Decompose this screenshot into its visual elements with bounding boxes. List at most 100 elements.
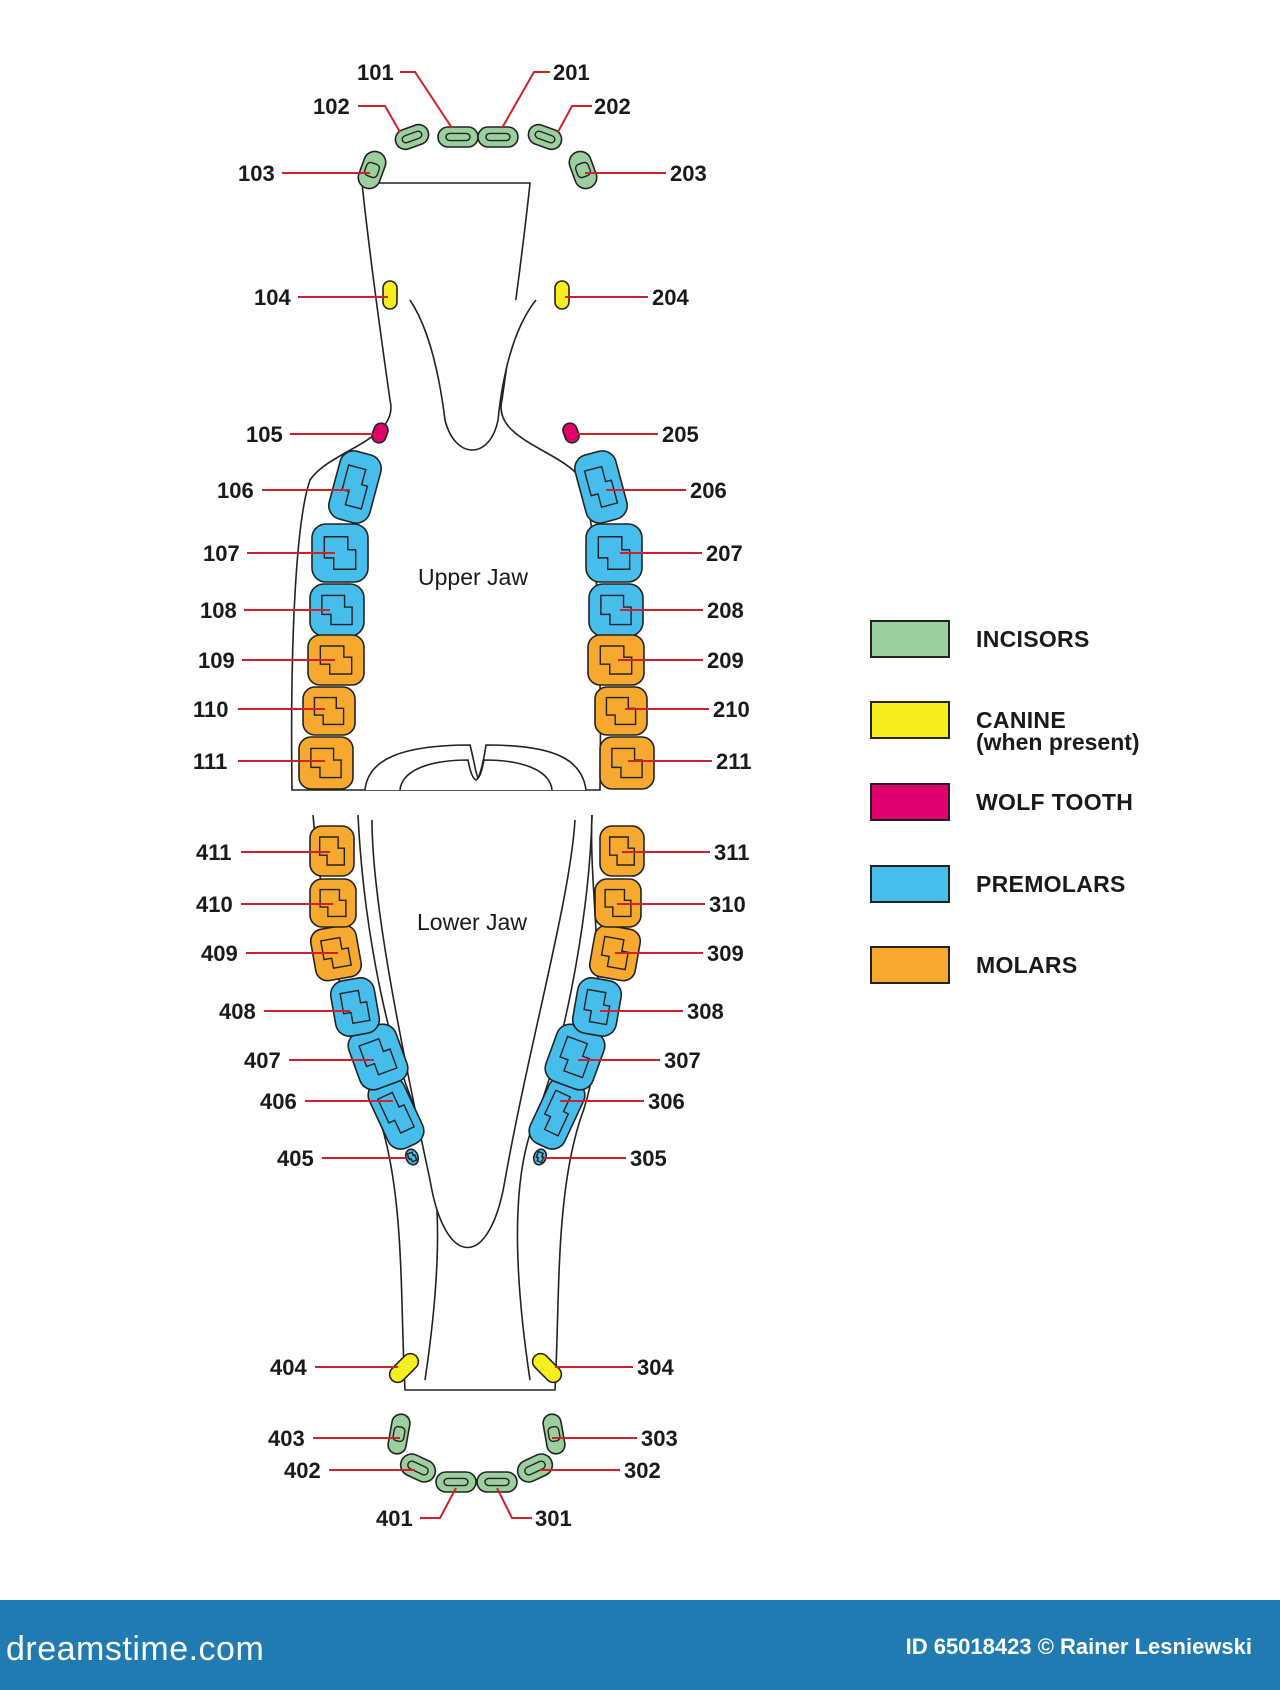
leader-line-102: [358, 106, 400, 132]
legend-label: WOLF TOOTH: [976, 789, 1133, 816]
tooth-body: [542, 1413, 567, 1456]
tooth-label-206: 206: [690, 478, 727, 503]
tooth-label-210: 210: [713, 697, 750, 722]
tooth-label-410: 410: [196, 892, 233, 917]
tooth-body: [555, 281, 569, 309]
tooth-label-207: 207: [706, 541, 743, 566]
footer-bar: dreamstime.com ID 65018423 © Rainer Lesn…: [0, 1600, 1280, 1690]
premolars-swatch: [870, 865, 950, 903]
tooth-body: [299, 737, 353, 789]
tooth-label-305: 305: [630, 1146, 667, 1171]
tooth-110: [303, 687, 355, 735]
tooth-label-310: 310: [709, 892, 746, 917]
tooth-label-306: 306: [648, 1089, 685, 1114]
tooth-body: [383, 281, 397, 309]
tooth-308: [570, 976, 623, 1039]
tooth-label-406: 406: [260, 1089, 297, 1114]
tooth-body: [303, 687, 355, 735]
legend-item-canine: CANINE (when present): [870, 701, 1270, 761]
upper-jaw-label: Upper Jaw: [418, 564, 528, 590]
tooth-label-202: 202: [594, 94, 631, 119]
tooth-label-208: 208: [707, 598, 744, 623]
tooth-label-204: 204: [652, 285, 689, 310]
tooth-label-110: 110: [193, 697, 229, 722]
tooth-body: [566, 148, 600, 191]
tooth-label-407: 407: [244, 1048, 281, 1073]
tooth-101: [438, 127, 478, 147]
image-credit: ID 65018423 © Rainer Lesniewski: [906, 1634, 1252, 1660]
tooth-label-106: 106: [217, 478, 254, 503]
tooth-label-211: 211: [716, 749, 752, 774]
tooth-label-408: 408: [219, 999, 256, 1024]
tooth-label-209: 209: [707, 648, 744, 673]
tooth-label-405: 405: [277, 1146, 314, 1171]
incisors-swatch: [870, 620, 950, 658]
tooth-label-308: 308: [687, 999, 724, 1024]
tooth-label-411: 411: [196, 840, 232, 865]
tooth-label-302: 302: [624, 1458, 661, 1483]
tooth-label-102: 102: [313, 94, 350, 119]
canine-swatch: [870, 701, 950, 739]
tooth-label-402: 402: [284, 1458, 321, 1483]
tooth-408: [328, 976, 381, 1039]
tooth-body: [514, 1450, 556, 1485]
tooth-302: [514, 1450, 556, 1485]
leader-line-202: [558, 106, 592, 132]
tooth-body: [397, 1450, 439, 1485]
tooth-104: [383, 281, 397, 309]
tooth-label-111: 111: [193, 749, 227, 774]
tooth-210: [595, 687, 647, 735]
tooth-211: [600, 737, 654, 789]
tooth-body: [595, 687, 647, 735]
legend-item-premolars: PREMOLARS: [870, 865, 1270, 909]
tooth-body: [526, 122, 565, 152]
tooth-body: [328, 976, 381, 1039]
tooth-body: [393, 122, 432, 152]
tooth-label-105: 105: [246, 422, 283, 447]
tooth-label-108: 108: [200, 598, 237, 623]
tooth-201: [478, 127, 518, 147]
leader-line-101: [400, 72, 452, 128]
tooth-label-304: 304: [637, 1355, 674, 1380]
tooth-label-203: 203: [670, 161, 707, 186]
lower-jaw-label: Lower Jaw: [417, 909, 527, 935]
tooth-303: [542, 1413, 567, 1456]
legend-label: PREMOLARS: [976, 871, 1126, 898]
tooth-label-201: 201: [553, 60, 590, 85]
legend-item-wolf-tooth: WOLF TOOTH: [870, 783, 1270, 827]
tooth-label-103: 103: [238, 161, 275, 186]
tooth-202: [526, 122, 565, 152]
tooth-402: [397, 1450, 439, 1485]
tooth-label-107: 107: [203, 541, 240, 566]
legend-item-molars: MOLARS: [870, 946, 1270, 990]
tooth-label-101: 101: [357, 60, 394, 85]
tooth-body: [438, 127, 478, 147]
tooth-label-205: 205: [662, 422, 699, 447]
tooth-label-301: 301: [535, 1506, 572, 1531]
tooth-label-409: 409: [201, 941, 238, 966]
leader-line-201: [502, 72, 550, 128]
wolf-tooth-swatch: [870, 783, 950, 821]
tooth-label-401: 401: [376, 1506, 413, 1531]
tooth-111: [299, 737, 353, 789]
legend-label: MOLARS: [976, 952, 1077, 979]
legend-item-incisors: INCISORS: [870, 620, 1270, 664]
tooth-label-303: 303: [641, 1426, 678, 1451]
tooth-body: [387, 1413, 412, 1456]
tooth-label-104: 104: [254, 285, 291, 310]
tooth-label-404: 404: [270, 1355, 307, 1380]
tooth-204: [555, 281, 569, 309]
tooth-label-307: 307: [664, 1048, 701, 1073]
tooth-body: [570, 976, 623, 1039]
tooth-label-311: 311: [714, 840, 750, 865]
tooth-203: [566, 148, 600, 191]
tooth-403: [387, 1413, 412, 1456]
tooth-label-309: 309: [707, 941, 744, 966]
legend-sublabel: (when present): [976, 729, 1140, 756]
site-watermark[interactable]: dreamstime.com: [6, 1630, 264, 1669]
tooth-label-109: 109: [198, 648, 235, 673]
tooth-label-403: 403: [268, 1426, 305, 1451]
legend-label: INCISORS: [976, 626, 1090, 653]
molars-swatch: [870, 946, 950, 984]
tooth-body: [600, 737, 654, 789]
